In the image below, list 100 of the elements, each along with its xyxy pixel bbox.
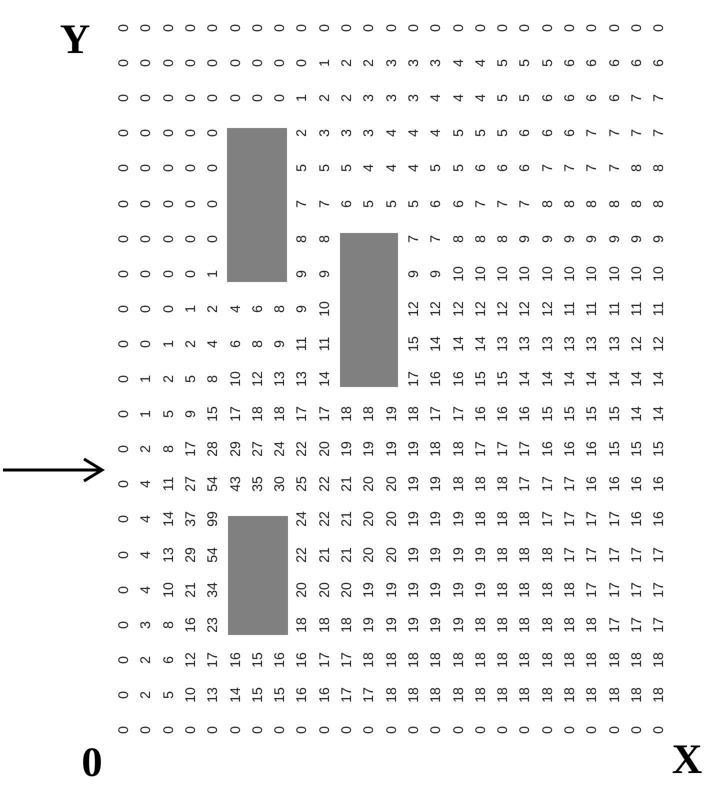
grid-number: 18 bbox=[495, 546, 510, 562]
grid-number: 16 bbox=[584, 476, 598, 492]
grid-number: 9 bbox=[628, 234, 643, 242]
grid-number: 43 bbox=[228, 476, 242, 492]
grid-number: 5 bbox=[495, 94, 510, 102]
grid-number: 19 bbox=[450, 582, 464, 598]
grid-number: 0 bbox=[182, 94, 197, 102]
grid-number: 8 bbox=[272, 304, 286, 313]
grid-number: 0 bbox=[182, 270, 197, 278]
grid-number: 8 bbox=[628, 200, 643, 208]
grid-number: 0 bbox=[182, 726, 197, 734]
grid-number: 7 bbox=[316, 200, 331, 208]
grid-number: 15 bbox=[250, 652, 264, 668]
grid-number: 17 bbox=[606, 582, 621, 598]
grid-number: 0 bbox=[228, 94, 242, 102]
grid-number: 8 bbox=[450, 234, 464, 242]
grid-number: 18 bbox=[517, 687, 532, 703]
grid-number: 18 bbox=[628, 687, 643, 703]
grid-number: 0 bbox=[272, 94, 286, 102]
grid-number: 18 bbox=[606, 687, 621, 703]
grid-number: 1 bbox=[138, 375, 152, 383]
grid-number: 18 bbox=[450, 476, 464, 492]
grid-number: 18 bbox=[250, 406, 264, 422]
grid-number: 17 bbox=[606, 512, 621, 528]
grid-number: 18 bbox=[495, 652, 510, 668]
grid-number: 0 bbox=[205, 24, 220, 32]
grid-number: 0 bbox=[540, 24, 554, 32]
grid-number: 0 bbox=[250, 24, 264, 32]
grid-number: 0 bbox=[116, 620, 130, 629]
grid-number: 5 bbox=[384, 200, 398, 208]
grid-number: 4 bbox=[228, 304, 242, 313]
grid-number: 0 bbox=[138, 340, 152, 348]
grid-number: 54 bbox=[205, 546, 220, 562]
grid-number: 10 bbox=[450, 266, 464, 282]
grid-number: 21 bbox=[182, 582, 197, 598]
grid-number: 22 bbox=[294, 546, 308, 562]
grid-number: 2 bbox=[205, 304, 220, 313]
grid-number: 7 bbox=[584, 164, 598, 172]
grid-number: 9 bbox=[272, 340, 286, 348]
grid-number: 13 bbox=[517, 336, 532, 352]
grid-number: 17 bbox=[540, 512, 554, 528]
grid-number: 20 bbox=[384, 512, 398, 528]
grid-number: 7 bbox=[651, 129, 666, 138]
grid-number: 99 bbox=[205, 512, 220, 528]
grid-number: 10 bbox=[606, 266, 621, 282]
grid-number: 22 bbox=[294, 441, 308, 457]
grid-number: 21 bbox=[339, 512, 353, 528]
grid-number: 17 bbox=[517, 441, 532, 457]
grid-number: 0 bbox=[562, 24, 576, 32]
grid-number: 16 bbox=[584, 441, 598, 457]
grid-number: 13 bbox=[272, 371, 286, 387]
grid-number: 9 bbox=[517, 234, 532, 242]
grid-number: 0 bbox=[628, 726, 643, 734]
grid-number: 1 bbox=[160, 340, 175, 348]
grid-number: 0 bbox=[138, 304, 152, 313]
grid-number: 10 bbox=[228, 371, 242, 387]
grid-number: 0 bbox=[138, 129, 152, 138]
grid-number: 8 bbox=[584, 200, 598, 208]
grid-number: 12 bbox=[651, 336, 666, 352]
grid-number: 0 bbox=[160, 94, 175, 102]
grid-number: 18 bbox=[316, 616, 331, 632]
grid-number: 17 bbox=[651, 546, 666, 562]
grid-number: 0 bbox=[272, 24, 286, 32]
grid-number: 18 bbox=[472, 512, 487, 528]
grid-number: 0 bbox=[160, 234, 175, 242]
grid-number: 24 bbox=[294, 512, 308, 528]
grid-number: 3 bbox=[406, 59, 420, 67]
grid-number: 10 bbox=[495, 266, 510, 282]
grid-number: 6 bbox=[606, 94, 621, 102]
grid-number: 35 bbox=[250, 476, 264, 492]
grid-number: 5 bbox=[495, 59, 510, 67]
grid-number: 18 bbox=[361, 652, 376, 668]
grid-number: 7 bbox=[606, 164, 621, 172]
grid-number: 7 bbox=[428, 234, 442, 242]
grid-number: 17 bbox=[406, 371, 420, 387]
grid-number: 0 bbox=[182, 129, 197, 138]
grid-number: 7 bbox=[495, 200, 510, 208]
grid-number: 12 bbox=[450, 301, 464, 317]
grid-number: 3 bbox=[384, 94, 398, 102]
grid-number: 0 bbox=[294, 24, 308, 32]
grid-number: 4 bbox=[450, 59, 464, 67]
grid-number: 17 bbox=[628, 546, 643, 562]
grid-number: 18 bbox=[540, 652, 554, 668]
grid-number: 8 bbox=[316, 234, 331, 242]
grid-number: 9 bbox=[428, 270, 442, 278]
grid-number: 7 bbox=[517, 200, 532, 208]
grid-number: 18 bbox=[540, 687, 554, 703]
grid-number: 4 bbox=[406, 129, 420, 138]
grid-number: 3 bbox=[361, 94, 376, 102]
grid-number: 16 bbox=[294, 652, 308, 668]
grid-number: 0 bbox=[651, 24, 666, 32]
grid-number: 10 bbox=[540, 266, 554, 282]
grid-number: 9 bbox=[316, 270, 331, 278]
grid-number: 0 bbox=[160, 129, 175, 138]
grid-number: 8 bbox=[606, 200, 621, 208]
grid-number: 13 bbox=[584, 336, 598, 352]
grid-number: 0 bbox=[517, 24, 532, 32]
grid-number: 18 bbox=[606, 652, 621, 668]
grid-number: 4 bbox=[384, 164, 398, 172]
grid-number: 0 bbox=[182, 59, 197, 67]
